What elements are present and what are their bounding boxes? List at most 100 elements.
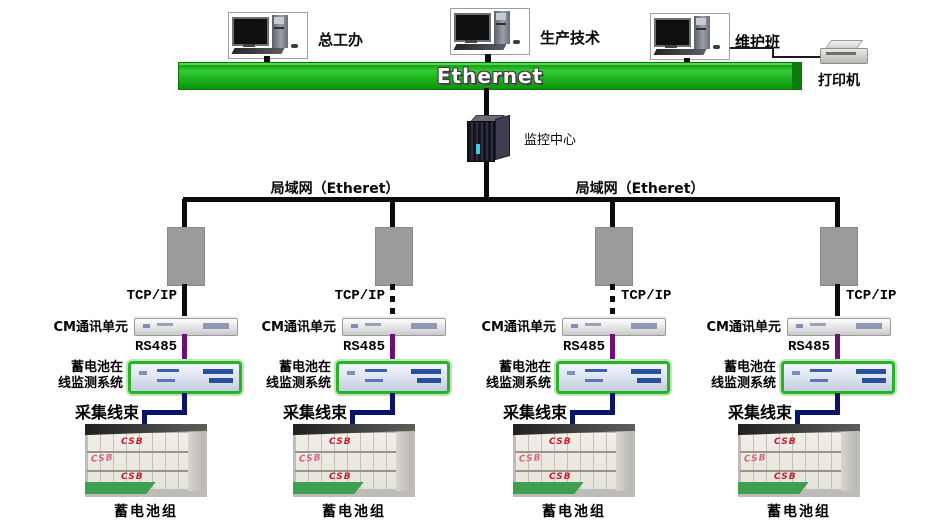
harness-label: 采集线束 [74, 403, 139, 422]
tcpip-label: TCP/IP [126, 288, 177, 304]
battery-bank-photo: CSB CSB CSB [85, 424, 207, 497]
monitor-icon [232, 17, 269, 46]
tcpip-link-line [182, 284, 187, 319]
battery-monitor-label-line1: 蓄电池在 [498, 360, 551, 375]
pc1-link-line [264, 56, 270, 63]
harness-link-line [570, 410, 575, 426]
ethernet-bus-bar: Ethernet [178, 62, 802, 90]
csb-logo: CSB [774, 472, 797, 482]
printer-label: 打印机 [818, 73, 860, 89]
battery-monitor-device [128, 361, 242, 394]
harness-label: 采集线束 [282, 403, 347, 422]
csb-logo: CSB [329, 472, 352, 482]
csb-logo: CSB [518, 453, 542, 465]
battery-monitor-label: 蓄电池在 线监测系统 [7, 360, 123, 392]
workstation-label-1: 总工办 [318, 31, 364, 49]
harness-link-line [142, 410, 187, 415]
rs485-label: RS485 [562, 339, 605, 355]
pc3-link-line [684, 58, 690, 63]
lan-drop-line [182, 199, 187, 228]
battery-bank-label: 蓄电池组 [322, 504, 386, 520]
battery-monitor-label: 蓄电池在 线监测系统 [215, 360, 331, 392]
harness-link-line [142, 410, 147, 426]
csb-logo: CSB [329, 437, 352, 447]
rs485-link-line [390, 334, 395, 365]
battery-bank-label: 蓄电池组 [542, 504, 606, 520]
cm-comm-unit-label: CM通讯单元 [481, 320, 556, 335]
lan-label-left: 局域网（Etheret） [270, 181, 400, 197]
lan-drop-line [610, 199, 615, 228]
harness-link-line [610, 393, 615, 415]
battery-monitor-device [781, 361, 895, 394]
network-converter-box [595, 227, 633, 286]
pc2-link-line [485, 54, 491, 63]
battery-monitor-device [556, 361, 670, 394]
battery-monitor-label: 蓄电池在 线监测系统 [435, 360, 551, 392]
rs485-link-line [182, 334, 187, 365]
battery-bank-photo: CSB CSB CSB [293, 424, 415, 497]
ethernet-label: Ethernet [436, 64, 544, 88]
tcpip-label: TCP/IP [334, 288, 385, 304]
harness-label: 采集线束 [502, 403, 567, 422]
tower-icon [694, 16, 710, 49]
lan-bus-line [183, 197, 840, 202]
rs485-link-line [610, 334, 615, 365]
tcpip-link-line [610, 284, 615, 319]
csb-logo: CSB [121, 472, 144, 482]
monitor-icon [654, 18, 691, 47]
lan-drop-line [390, 199, 395, 228]
workstation-icon-3 [650, 13, 730, 60]
battery-monitor-label-line2: 线监测系统 [265, 376, 331, 391]
workstation-label-3: 维护班 [735, 33, 781, 51]
battery-bank-label: 蓄电池组 [114, 504, 178, 520]
battery-bank-label: 蓄电池组 [767, 504, 831, 520]
workstation-icon-2 [450, 8, 530, 55]
battery-monitor-label-line1: 蓄电池在 [70, 360, 123, 375]
tower-icon [494, 11, 510, 44]
tcpip-link-line [390, 284, 395, 319]
csb-logo: CSB [549, 437, 572, 447]
cm-comm-unit-label: CM通讯单元 [53, 320, 128, 335]
printer-link-line [772, 47, 774, 58]
battery-bank-photo: CSB CSB CSB [513, 424, 635, 497]
battery-monitor-label-line1: 蓄电池在 [723, 360, 776, 375]
harness-label: 采集线束 [727, 403, 792, 422]
printer-icon [820, 40, 868, 64]
monitoring-server-icon [464, 114, 514, 162]
cm-comm-unit-label: CM通讯单元 [261, 320, 336, 335]
csb-logo: CSB [298, 453, 322, 465]
lan-drop-line [835, 199, 840, 228]
csb-logo: CSB [90, 453, 114, 465]
csb-logo: CSB [774, 437, 797, 447]
battery-monitor-label-line2: 线监测系统 [710, 376, 776, 391]
harness-link-line [350, 410, 395, 415]
battery-monitor-label-line1: 蓄电池在 [278, 360, 331, 375]
tcpip-link-line [835, 284, 840, 319]
harness-link-line [182, 393, 187, 415]
harness-link-line [835, 393, 840, 415]
harness-link-line [350, 410, 355, 426]
monitor-icon [454, 13, 491, 42]
network-converter-box [167, 227, 205, 286]
tcpip-label: TCP/IP [846, 288, 897, 304]
csb-logo: CSB [549, 472, 572, 482]
harness-link-line [570, 410, 615, 415]
rs485-label: RS485 [134, 339, 177, 355]
cm-comm-unit-label: CM通讯单元 [706, 320, 781, 335]
harness-link-line [390, 393, 395, 415]
monitoring-center-label: 监控中心 [524, 133, 577, 148]
network-converter-box [375, 227, 413, 286]
battery-monitor-label: 蓄电池在 线监测系统 [660, 360, 776, 392]
workstation-label-2: 生产技术 [540, 29, 601, 47]
workstation-icon-1 [228, 12, 308, 59]
printer-link-line [730, 47, 774, 49]
battery-bank-photo: CSB CSB CSB [738, 424, 860, 497]
rs485-link-line [835, 334, 840, 365]
tcpip-label: TCP/IP [621, 288, 672, 304]
rs485-label: RS485 [787, 339, 830, 355]
network-converter-box [820, 227, 858, 286]
lan-label-right: 局域网（Etheret） [575, 181, 705, 197]
printer-link-line [772, 56, 822, 58]
csb-logo: CSB [743, 453, 767, 465]
